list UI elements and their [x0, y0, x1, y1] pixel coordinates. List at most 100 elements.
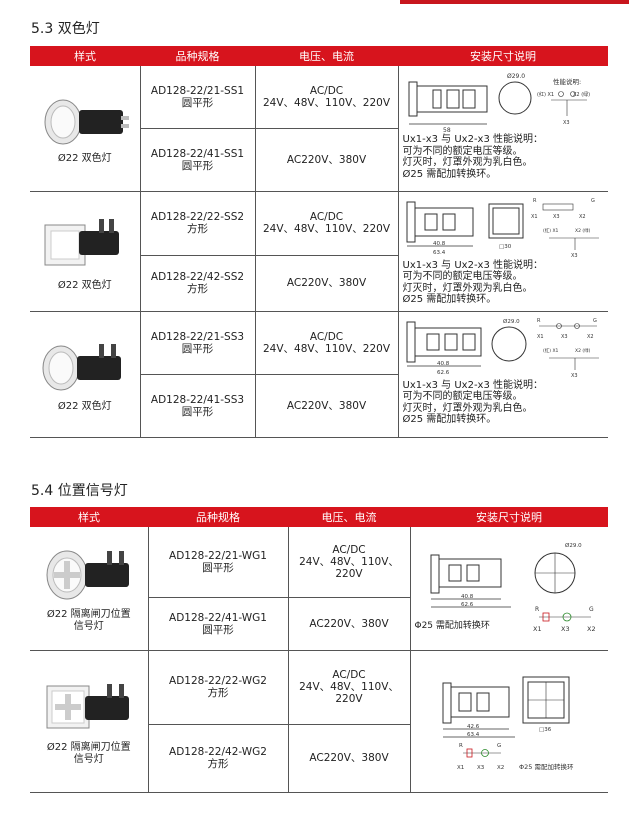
dimension-drawing: 58 Ø29.0 性能说明: (红) X1 X2 (绿) X3: [408, 73, 590, 134]
install-dims-cell: 40.8 62.6 Ø29.0 R G X1 X3 X2 (红) X1 X2 (…: [398, 311, 608, 438]
model-code: AD128-22/21-WG1: [169, 549, 267, 562]
table-row: AD128-22/41-SS3 圆平形 AC220V、380V: [30, 374, 608, 438]
model-code: AD128-22/41-SS1: [150, 147, 245, 160]
legend-title: 性能说明:: [553, 77, 581, 86]
voltage-line: 24V、48V、110V、220V: [262, 342, 391, 355]
model-code: AD128-22/41-WG1: [169, 611, 267, 624]
note-line: 可为不同的额定电压等级。: [402, 391, 523, 402]
model-cell: AD128-22/22-WG2 方形: [147, 650, 289, 725]
header-voltage: 电压、电流: [255, 46, 398, 66]
install-dims-cell: 40.8 63.4 □30 R G X1 X3 X2 (红) X1 X2 (绿)…: [398, 191, 608, 312]
legend-label: X1: [537, 334, 544, 340]
header-model: 品种规格: [140, 46, 255, 66]
legend-label: R: [535, 606, 539, 613]
voltage-cell: AC220V、380V: [254, 374, 399, 438]
model-cell: AD128-22/42-SS2 方形: [139, 255, 256, 312]
voltage-cell: AC/DC 24V、48V、110V、 220V: [287, 527, 411, 598]
install-dims-cell: 58 Ø29.0 性能说明: (红) X1 X2 (绿) X3 Ux1-x3 与…: [398, 66, 608, 192]
voltage-line: AC220V、380V: [286, 399, 367, 412]
position-signal-lamp-table: 样式 品种规格 电压、电流 安装尺寸说明 Ø22 隔离闸刀位置 信号灯: [30, 507, 608, 793]
table-row: AD128-22/42-SS2 方形 AC220V、380V: [30, 255, 608, 312]
lamp-style-label: Ø22 隔离闸刀位置: [46, 742, 131, 753]
lamp-style-label: 信号灯: [73, 621, 104, 633]
voltage-line: AC/DC: [332, 669, 366, 681]
section-title-5-3: 5.3 双色灯: [31, 21, 100, 37]
legend-label: X3: [561, 625, 570, 633]
note-line: Ux1-x3 与 Ux2-x3 性能说明：: [402, 259, 544, 271]
legend-label: X1: [531, 214, 538, 220]
voltage-line: AC/DC: [309, 211, 344, 223]
bicolor-lamp-table: 样式 品种规格 电压、电流 安装尺寸说明 Ø22 双色灯 AD128-22/21…: [30, 46, 608, 438]
voltage-line: AC220V、380V: [309, 752, 389, 764]
dimension-drawing: 42.6 63.4 □36 R G X1 X3 X2 Φ25 需配加转换环: [442, 676, 573, 771]
install-notes: Ux1-x3 与 Ux2-x3 性能说明： 可为不同的额定电压等级。 灯灭时，灯…: [403, 380, 605, 426]
lamp-style-cell: Ø22 隔离闸刀位置 信号灯: [30, 527, 149, 651]
dim-diameter: Ø29.0: [565, 542, 582, 549]
model-code: AD128-22/41-SS3: [150, 393, 245, 406]
note-line: Ux1-x3 与 Ux2-x3 性能说明：: [402, 379, 544, 391]
legend-label: (红) X1: [537, 91, 554, 98]
dim-length: 58: [443, 127, 451, 134]
square-cross-lamp-image: [46, 684, 129, 729]
voltage-line: AC/DC: [332, 543, 366, 556]
legend-label: G: [589, 606, 594, 613]
table-row: Ø22 双色灯 AD128-22/22-SS2 方形 AC/DC 24V、48V…: [30, 191, 608, 312]
model-cell: AD128-22/22-SS2 方形: [139, 191, 256, 256]
voltage-line: 24V、48V、110V、220V: [262, 223, 391, 235]
legend-label: X2 (绿): [573, 91, 590, 98]
model-code: AD128-22/42-WG2: [169, 746, 267, 758]
legend-label: X3: [561, 334, 568, 340]
lamp-style-cell: Ø22 隔离闸刀位置 信号灯: [30, 650, 149, 793]
model-shape: 方形: [207, 758, 229, 770]
legend-label: X2: [497, 765, 504, 771]
table-row: Ø22 双色灯 AD128-22/21-SS3 圆平形 AC/DC 24V、48…: [30, 311, 608, 438]
install-notes: Φ25 需配加转换环: [415, 621, 605, 633]
voltage-cell: AC/DC 24V、48V、110V、220V: [254, 66, 399, 129]
dim-diameter: Ø29.0: [503, 318, 520, 325]
voltage-line: 24V、48V、110V、220V: [262, 96, 391, 109]
dimension-drawing: 40.8 62.6 Ø29.0 R G X1 X3 X2 (红) X1 X2 (…: [406, 318, 599, 379]
legend-label: R: [459, 743, 463, 749]
voltage-line: 24V、48V、110V、: [299, 681, 399, 693]
model-shape: 圆平形: [202, 561, 234, 574]
header-voltage: 电压、电流: [288, 507, 410, 527]
model-cell: AD128-22/41-WG1 圆平形: [147, 597, 289, 651]
note-line: 可为不同的额定电压等级。: [402, 145, 523, 157]
note-line: Ux1-x3 与 Ux2-x3 性能说明：: [402, 134, 544, 145]
legend-label: X2: [587, 334, 594, 340]
voltage-cell: AC/DC 24V、48V、110V、 220V: [287, 650, 411, 725]
model-cell: AD128-22/21-WG1 圆平形: [147, 527, 289, 598]
lamp-style-label: Ø22 双色灯: [57, 400, 112, 412]
voltage-cell: AC220V、380V: [254, 255, 399, 312]
legend-label: R: [533, 198, 537, 204]
table-row: Ø22 双色灯 AD128-22/21-SS1 圆平形 AC/DC 24V、48…: [30, 66, 608, 192]
voltage-line: 24V、48V、110V、: [299, 555, 399, 568]
model-shape: 圆平形: [181, 342, 214, 355]
header-model: 品种规格: [148, 507, 288, 527]
round-lamp-image: [42, 343, 121, 390]
square-lamp-image: [44, 218, 119, 265]
voltage-cell: AC220V、380V: [287, 597, 411, 651]
legend-label: X2: [587, 625, 596, 633]
legend-label: X3: [571, 253, 578, 259]
model-shape: 圆平形: [181, 159, 214, 172]
legend-label: (红) X1: [543, 227, 559, 234]
model-code: AD128-22/21-SS3: [150, 330, 245, 343]
header-style: 样式: [30, 46, 140, 66]
table-header-row: 样式 品种规格 电压、电流 安装尺寸说明: [30, 46, 608, 66]
legend-label: G: [591, 198, 595, 204]
dim-length: 40.8: [437, 361, 450, 367]
voltage-cell: AC/DC 24V、48V、110V、220V: [254, 311, 399, 375]
table-row: AD128-22/41-SS1 圆平形 AC220V、380V: [30, 128, 608, 192]
lamp-style-cell: Ø22 双色灯: [30, 66, 141, 192]
table-row: AD128-22/42-WG2 方形 AC220V、380V: [30, 724, 608, 793]
lamp-style-cell: Ø22 双色灯: [30, 311, 141, 438]
voltage-line: AC220V、380V: [286, 153, 367, 166]
legend-label: X3: [553, 214, 560, 220]
section-title-5-4: 5.4 位置信号灯: [31, 483, 128, 499]
legend-label: G: [497, 743, 501, 749]
lamp-style-label: Ø22 双色灯: [57, 279, 112, 291]
install-dims-cell: 40.8 62.6 Ø29.0 R G X1 X3 X2 Φ25 需配加: [410, 527, 608, 651]
round-lamp-image: [44, 99, 129, 145]
model-cell: AD128-22/21-SS3 圆平形: [139, 311, 256, 375]
